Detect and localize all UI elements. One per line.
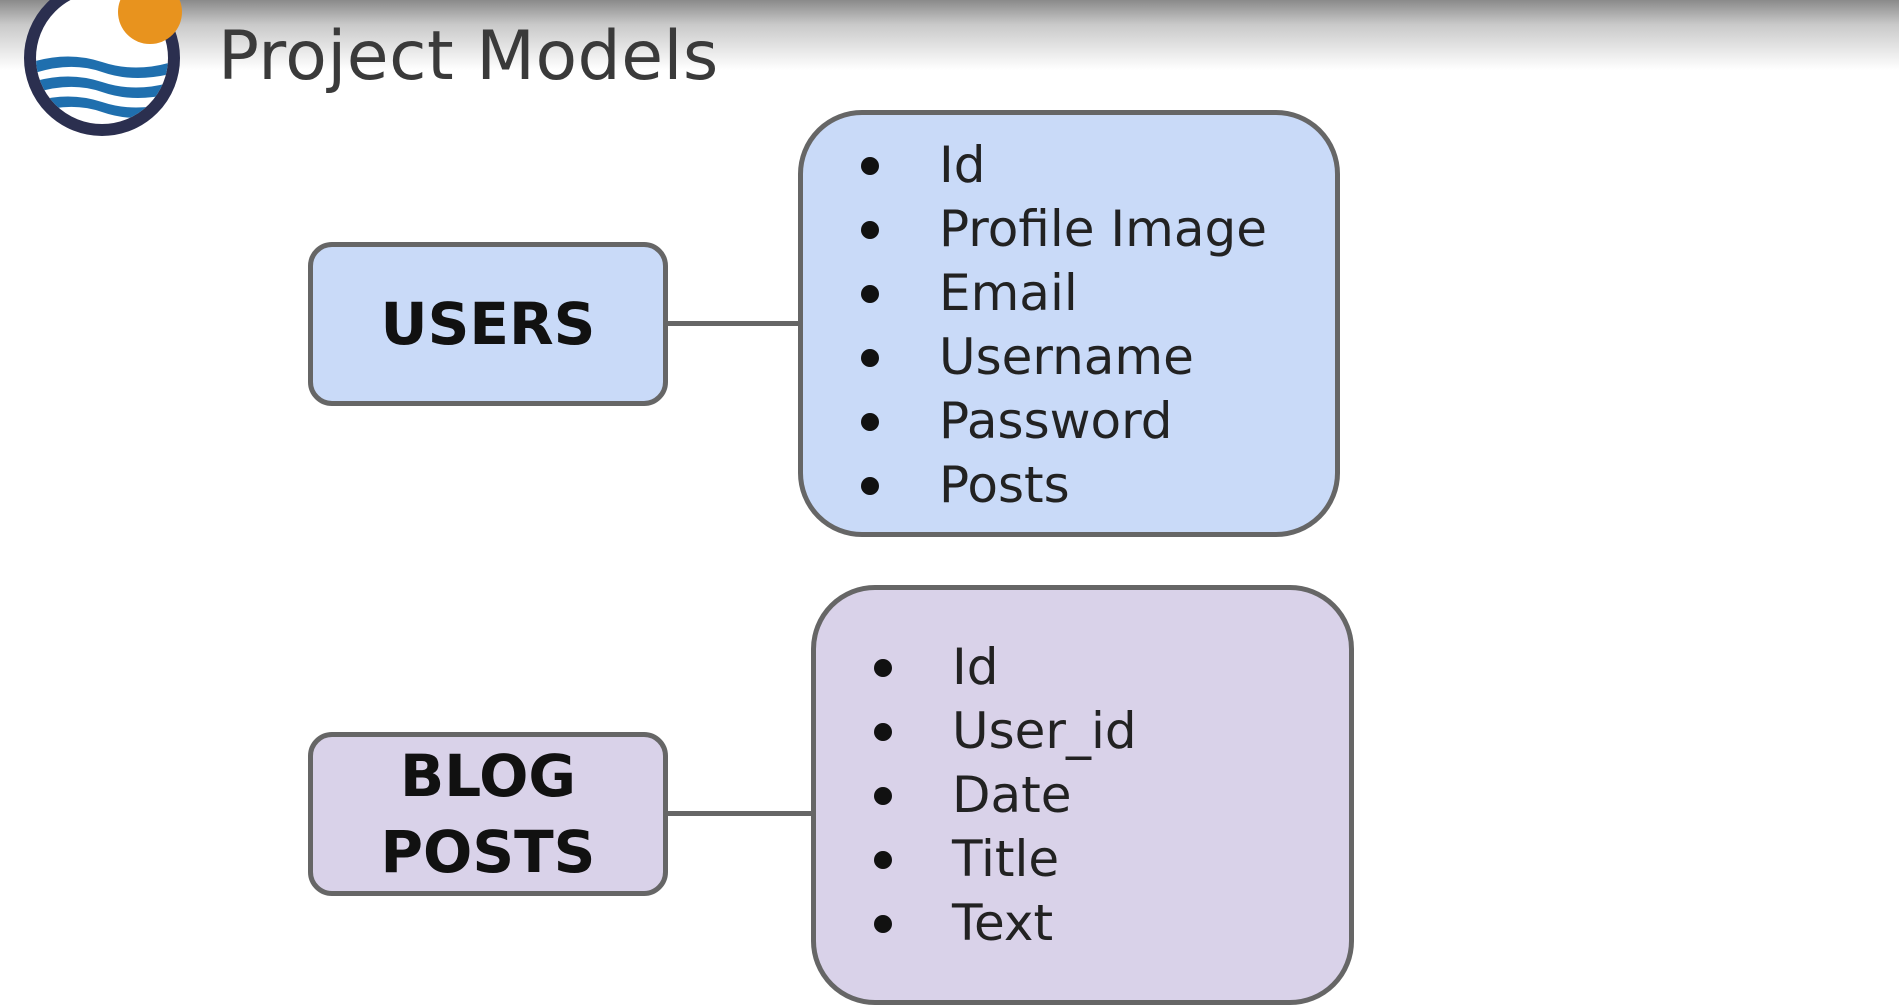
top-shade [0,0,1899,70]
list-item: User_id [866,699,1137,763]
list-item: Title [866,827,1137,891]
users-field-list: Id Profile Image Email Username Password… [853,133,1267,517]
blog-posts-field-list: Id User_id Date Title Text [866,635,1137,955]
users-fields-box: Id Profile Image Email Username Password… [798,110,1340,537]
logo [16,0,188,144]
blog-posts-label-line: POSTS [380,818,596,886]
blog-posts-label-line: BLOG [399,742,576,810]
list-item: Id [866,635,1137,699]
list-item: Password [853,389,1267,453]
blog-posts-entity-label: BLOG POSTS [381,738,596,890]
blog-posts-entity-box: BLOG POSTS [308,732,668,896]
list-item: Id [853,133,1267,197]
sun-over-waves-logo-icon [24,0,182,136]
users-entity-box: USERS [308,242,668,406]
users-connector [668,321,800,326]
page-title: Project Models [218,17,719,96]
list-item: Profile Image [853,197,1267,261]
list-item: Username [853,325,1267,389]
list-item: Text [866,891,1137,955]
users-entity-label: USERS [380,290,596,358]
blog-posts-connector [668,811,813,816]
list-item: Email [853,261,1267,325]
list-item: Posts [853,453,1267,517]
blog-posts-fields-box: Id User_id Date Title Text [811,585,1354,1005]
list-item: Date [866,763,1137,827]
